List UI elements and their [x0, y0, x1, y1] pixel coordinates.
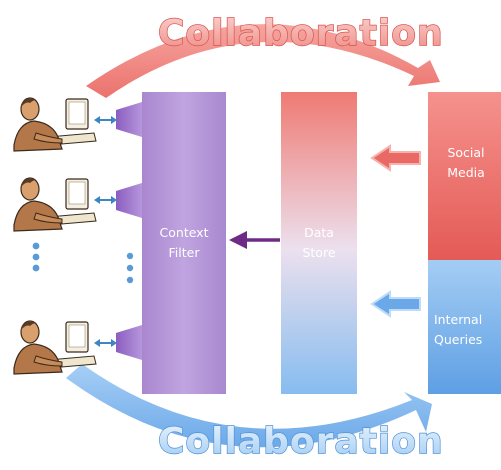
collaboration-label-top: Collaboration	[158, 13, 444, 54]
internal-queries-label: Internal Queries	[434, 310, 501, 350]
context-filter-line1: Context	[159, 225, 209, 240]
user-ellipsis-dot	[32, 264, 40, 272]
user-ellipsis-dot	[32, 242, 40, 250]
social-media-line2: Media	[447, 165, 485, 180]
connector-1	[94, 116, 117, 124]
internal-queries-line1: Internal	[434, 312, 483, 327]
ellipsis-dot	[126, 276, 134, 284]
connector-3	[94, 339, 117, 347]
internal-queries-block	[428, 260, 501, 394]
data-store-line1: Data	[304, 225, 334, 240]
arrow-internal-to-store	[370, 290, 421, 318]
collaboration-label-bottom: Collaboration	[158, 421, 444, 462]
data-store-label: Data Store	[281, 223, 357, 263]
user-ellipsis-dot	[32, 253, 40, 261]
input-tab-1	[116, 102, 142, 137]
context-filter-block	[116, 92, 226, 394]
data-store-line2: Store	[302, 245, 336, 260]
social-media-line1: Social	[447, 145, 485, 160]
ellipsis-dot	[126, 252, 134, 260]
user-icon	[13, 320, 97, 375]
social-media-label: Social Media	[432, 143, 500, 183]
context-filter-line2: Filter	[168, 245, 200, 260]
user-icon	[13, 97, 97, 152]
collaboration-arc-bottom	[66, 364, 432, 448]
arrow-social-to-store	[370, 144, 421, 172]
internal-queries-line2: Queries	[434, 332, 483, 347]
social-media-block	[428, 92, 501, 260]
data-store-block	[281, 92, 357, 394]
context-filter-label: Context Filter	[142, 223, 226, 263]
ellipsis-dot	[126, 264, 134, 272]
user-icon	[13, 177, 97, 232]
connector-2	[94, 196, 117, 204]
input-tab-3	[116, 325, 142, 360]
users-group	[13, 97, 97, 375]
collaboration-arc-top	[86, 24, 440, 98]
arrow-store-to-filter	[229, 231, 280, 249]
input-tab-2	[116, 183, 142, 218]
